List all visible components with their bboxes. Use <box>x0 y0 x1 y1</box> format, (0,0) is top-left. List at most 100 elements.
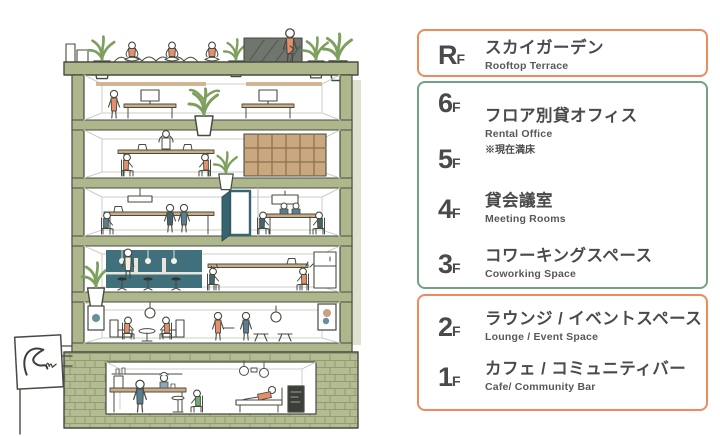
yoga-figure <box>124 41 140 62</box>
yoga-figure <box>204 41 220 62</box>
floor-title-ja: 貸会議室 <box>485 192 553 210</box>
floor-suffix: F <box>452 155 461 171</box>
floor-title-ja: フロア別貸オフィス <box>485 107 638 125</box>
floor-suffix: F <box>452 373 461 389</box>
left-wall <box>71 74 85 353</box>
floor-title-en: Rental Office <box>485 128 553 140</box>
floor-number-2f: 2F <box>438 314 461 341</box>
floor-title-ja: スカイガーデン <box>485 39 604 57</box>
chalkboard <box>287 385 305 413</box>
guide-group-rooftop: RF スカイガーデン Rooftop Terrace <box>417 29 708 77</box>
lounge-bench <box>235 385 283 413</box>
standing-figure <box>211 311 225 341</box>
laptop <box>286 258 297 265</box>
work-table <box>117 149 215 154</box>
floor-slab <box>71 177 353 189</box>
floor-title-en: Rooftop Terrace <box>485 60 569 73</box>
wall-art <box>317 303 337 331</box>
floor-number: R <box>438 40 457 70</box>
laptop <box>182 144 193 151</box>
floor-suffix: F <box>452 99 461 115</box>
ceiling-shelf <box>246 82 322 86</box>
floor-number: 6 <box>438 88 453 118</box>
floor-title-en: Meeting Rooms <box>485 213 566 226</box>
floor-number: 4 <box>438 194 453 224</box>
low-stools <box>253 333 293 342</box>
floor-number-rf: RF <box>438 42 465 69</box>
floor-number: 1 <box>438 362 453 392</box>
floor-title-en: Lounge / Event Space <box>485 331 599 344</box>
floor-label-rf: スカイガーデン Rooftop Terrace <box>485 39 604 72</box>
staff-with-cap <box>159 372 169 389</box>
floor-title-ja: ラウンジ / イベントスペース <box>485 310 703 328</box>
floor-6-office <box>96 82 322 137</box>
floor-number: 5 <box>438 144 453 174</box>
laptop <box>113 206 124 213</box>
building-sign <box>13 334 73 435</box>
floor-slab <box>71 235 353 247</box>
hanging-light-box <box>127 187 153 203</box>
floor-number-4f: 4F <box>438 196 461 223</box>
floor-number-1f: 1F <box>438 364 461 391</box>
coffee-cup <box>170 383 176 389</box>
floor-label-3f: コワーキングスペース Coworking Space <box>485 247 653 280</box>
floor-number-5f: 5F <box>438 146 461 173</box>
open-door <box>221 189 252 242</box>
floor-title-ja: カフェ / コミュニティバー <box>485 360 687 378</box>
bar-counter <box>109 367 187 413</box>
laptop <box>137 144 148 151</box>
standing-figure <box>107 89 121 119</box>
standing-yoga-figure <box>282 28 298 63</box>
floor-1-cafe <box>109 360 305 413</box>
floor-2-lounge <box>87 301 337 342</box>
floor-title-en: Cafe/ Community Bar <box>485 381 596 394</box>
rooftop-planter-box <box>65 43 76 63</box>
yoga-figure <box>164 41 180 62</box>
seated-figure <box>198 153 212 177</box>
floor-5-office <box>117 129 327 191</box>
office-desk <box>123 103 177 119</box>
floor-suffix: F <box>456 51 466 67</box>
standing-figure <box>239 311 253 341</box>
floor-label-4f: 貸会議室 Meeting Rooms <box>485 192 566 225</box>
floor-number-3f: 3F <box>438 251 461 278</box>
coffee-machine <box>113 375 124 389</box>
pendant-lamp <box>144 301 156 319</box>
floor-4-meeting <box>100 187 326 242</box>
floor-note-full: ※現在満床 <box>485 145 535 156</box>
desktop-monitor <box>140 89 160 105</box>
seated-figure <box>120 153 134 177</box>
rooftop-planter-box <box>76 49 89 63</box>
ceiling-shelf <box>96 82 206 86</box>
floor-label-1f: カフェ / コミュニティバー Cafe/ Community Bar <box>485 360 686 393</box>
floor-label-6f-5f: フロア別貸オフィス <box>485 107 638 125</box>
office-desk <box>241 103 295 119</box>
rooftop-garden <box>65 28 353 82</box>
floor-guide: RF スカイガーデン Rooftop Terrace 6F フロア別貸オフィス … <box>417 0 708 437</box>
floor-label-2f: ラウンジ / イベントスペース Lounge / Event Space <box>485 310 702 343</box>
desktop-monitor <box>258 89 278 105</box>
light-fixture <box>250 367 258 373</box>
sign-logo-scribble <box>23 347 49 376</box>
guide-group-middle: 6F フロア別貸オフィス Rental Office ※現在満床 5F 4F 貸… <box>417 81 708 289</box>
floor-suffix: F <box>452 260 461 276</box>
floor-number: 2 <box>438 312 453 342</box>
right-wall <box>339 74 353 353</box>
floor-3-coworking <box>80 248 337 308</box>
floor-number: 3 <box>438 249 453 279</box>
floor-suffix: F <box>452 205 461 221</box>
long-table <box>103 211 215 216</box>
floor-slab <box>71 291 353 303</box>
standing-figure <box>163 203 177 233</box>
bar-counter-wall <box>106 248 202 291</box>
meeting-table <box>263 213 317 218</box>
wood-grid-shelf <box>243 133 327 177</box>
watercolor-bleed <box>352 80 361 345</box>
floor-title-en: Coworking Space <box>485 268 577 281</box>
wall-art <box>87 305 105 331</box>
floor-suffix: F <box>452 323 461 339</box>
large-plant <box>187 87 221 137</box>
floor-number-6f: 6F <box>438 90 461 117</box>
roof-slab <box>63 61 359 76</box>
